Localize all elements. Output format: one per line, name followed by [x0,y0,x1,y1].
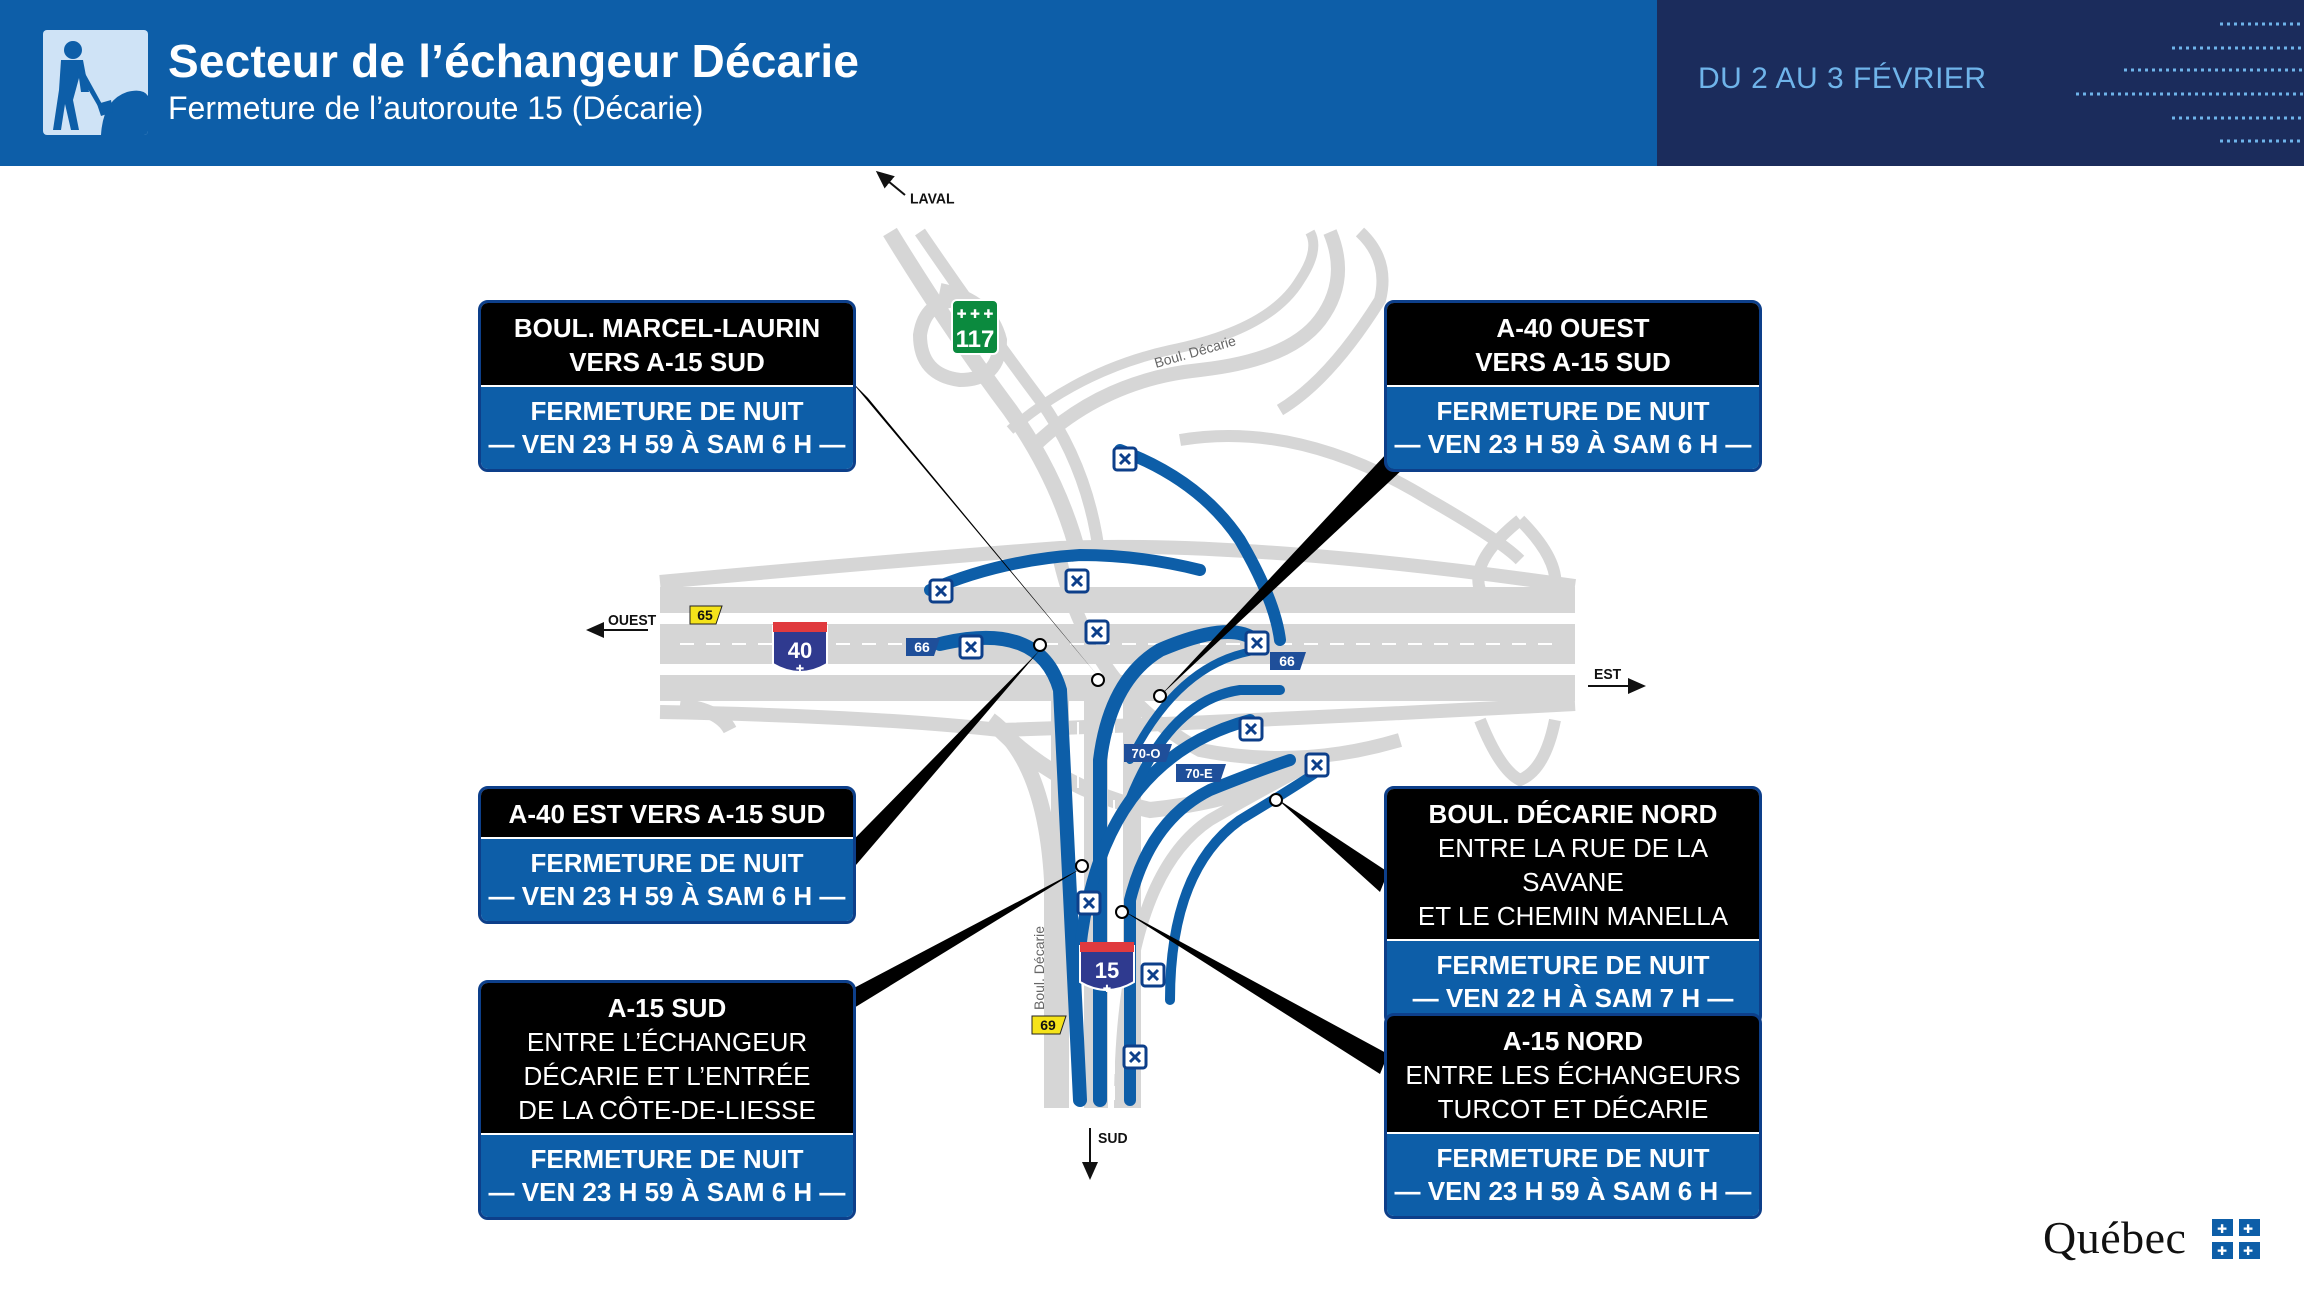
svg-text:70-O: 70-O [1132,746,1161,761]
svg-text:✚: ✚ [2217,1222,2227,1236]
svg-text:40: 40 [788,638,812,663]
svg-text:66: 66 [1279,653,1295,669]
svg-text:69: 69 [1040,1017,1056,1033]
page-title: Secteur de l’échangeur Décarie [168,35,860,87]
a15-shield: 15 ✚ [1079,942,1135,995]
route-117-label: 117 [956,326,995,353]
direction-west: OUEST [608,611,657,629]
svg-text:66: 66 [914,639,930,655]
closure-markers [928,446,1330,1070]
street-label-decarie-left: Boul. Décarie [1031,926,1047,1010]
svg-text:70-E: 70-E [1185,766,1213,781]
svg-text:✚: ✚ [2243,1244,2253,1258]
callout-a40-ouest: A-40 OUEST VERS A-15 SUD FERMETURE DE NU… [1384,300,1762,472]
svg-text:65: 65 [697,607,713,623]
closure-date: DU 2 AU 3 FÉVRIER [1698,62,1987,95]
direction-south: SUD [1098,1129,1128,1147]
decorative-dots [2076,22,2304,143]
callout-marcel-laurin: BOUL. MARCEL-LAURIN VERS A-15 SUD FERMET… [478,300,856,472]
route-117-shield: ✚ ✚ ✚ 117 [951,299,999,355]
header-date-panel [1657,0,2304,166]
svg-text:✚: ✚ [1103,984,1111,995]
svg-text:15: 15 [1095,958,1119,983]
direction-east: EST [1594,665,1622,683]
a40-shield: 40 ✚ [772,622,828,675]
direction-north: LAVAL [910,189,955,207]
svg-text:✚ ✚ ✚: ✚ ✚ ✚ [957,307,994,321]
callout-a40-est: A-40 EST VERS A-15 SUD FERMETURE DE NUIT… [478,786,856,924]
worker-icon [43,30,148,135]
svg-text:✚: ✚ [2243,1222,2253,1236]
fleurdelise-flag-icon: ✚ ✚ ✚ ✚ [2212,1219,2260,1259]
page-subtitle: Fermeture de l’autoroute 15 (Décarie) [168,90,704,126]
quebec-logo-text: Québec [2043,1212,2187,1263]
svg-text:✚: ✚ [2217,1244,2227,1258]
callout-decarie-nord: BOUL. DÉCARIE NORD ENTRE LA RUE DE LA SA… [1384,786,1762,1026]
callout-a15-sud: A-15 SUD ENTRE L’ÉCHANGEUR DÉCARIE ET L’… [478,980,856,1220]
svg-text:✚: ✚ [796,664,804,675]
callout-a15-nord: A-15 NORD ENTRE LES ÉCHANGEURS TURCOT ET… [1384,1013,1762,1219]
